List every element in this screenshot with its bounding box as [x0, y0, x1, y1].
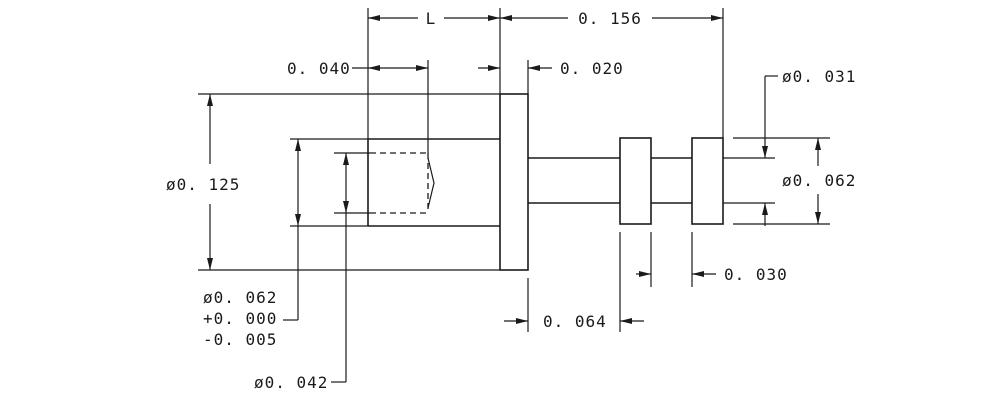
dimension-dia-0125	[207, 94, 213, 270]
dimension-0156	[500, 15, 723, 21]
dimension-dia-0042	[331, 153, 349, 383]
flange	[499, 93, 529, 271]
label-tol-plus: +0. 000	[203, 309, 277, 328]
label-0156: 0. 156	[578, 9, 642, 28]
collar-2	[691, 137, 724, 225]
extension-lines	[198, 8, 830, 332]
dimension-dia-0062-tail	[283, 139, 301, 321]
dimension-dia-0062-right	[815, 138, 821, 224]
label-0064: 0. 064	[543, 312, 607, 331]
dimension-dia-0031	[762, 75, 778, 226]
hidden-bore	[370, 152, 435, 214]
label-dia-0125: ø0. 125	[166, 175, 240, 194]
label-dia-0031: ø0. 031	[782, 67, 856, 86]
label-0040: 0. 040	[287, 59, 351, 78]
label-tol-minus: -0. 005	[203, 330, 277, 349]
dimension-0040	[352, 65, 428, 71]
dimension-0030	[636, 271, 716, 277]
label-L: L	[426, 9, 437, 28]
pin-shaft	[528, 157, 692, 204]
label-tol-dia: ø0. 062	[203, 288, 277, 307]
label-0020: 0. 020	[560, 59, 624, 78]
dimension-labels: L 0. 156 0. 040 0. 020 ø0. 031 ø0. 125 ø…	[166, 9, 856, 392]
collar-1	[619, 137, 652, 225]
dimension-0064	[504, 318, 644, 324]
label-dia-0062-right: ø0. 062	[782, 171, 856, 190]
label-dia-0042: ø0. 042	[254, 373, 328, 392]
dimension-0020	[478, 65, 552, 71]
label-0030: 0. 030	[724, 265, 788, 284]
dimension-L	[368, 15, 500, 21]
part-outline	[367, 93, 724, 271]
